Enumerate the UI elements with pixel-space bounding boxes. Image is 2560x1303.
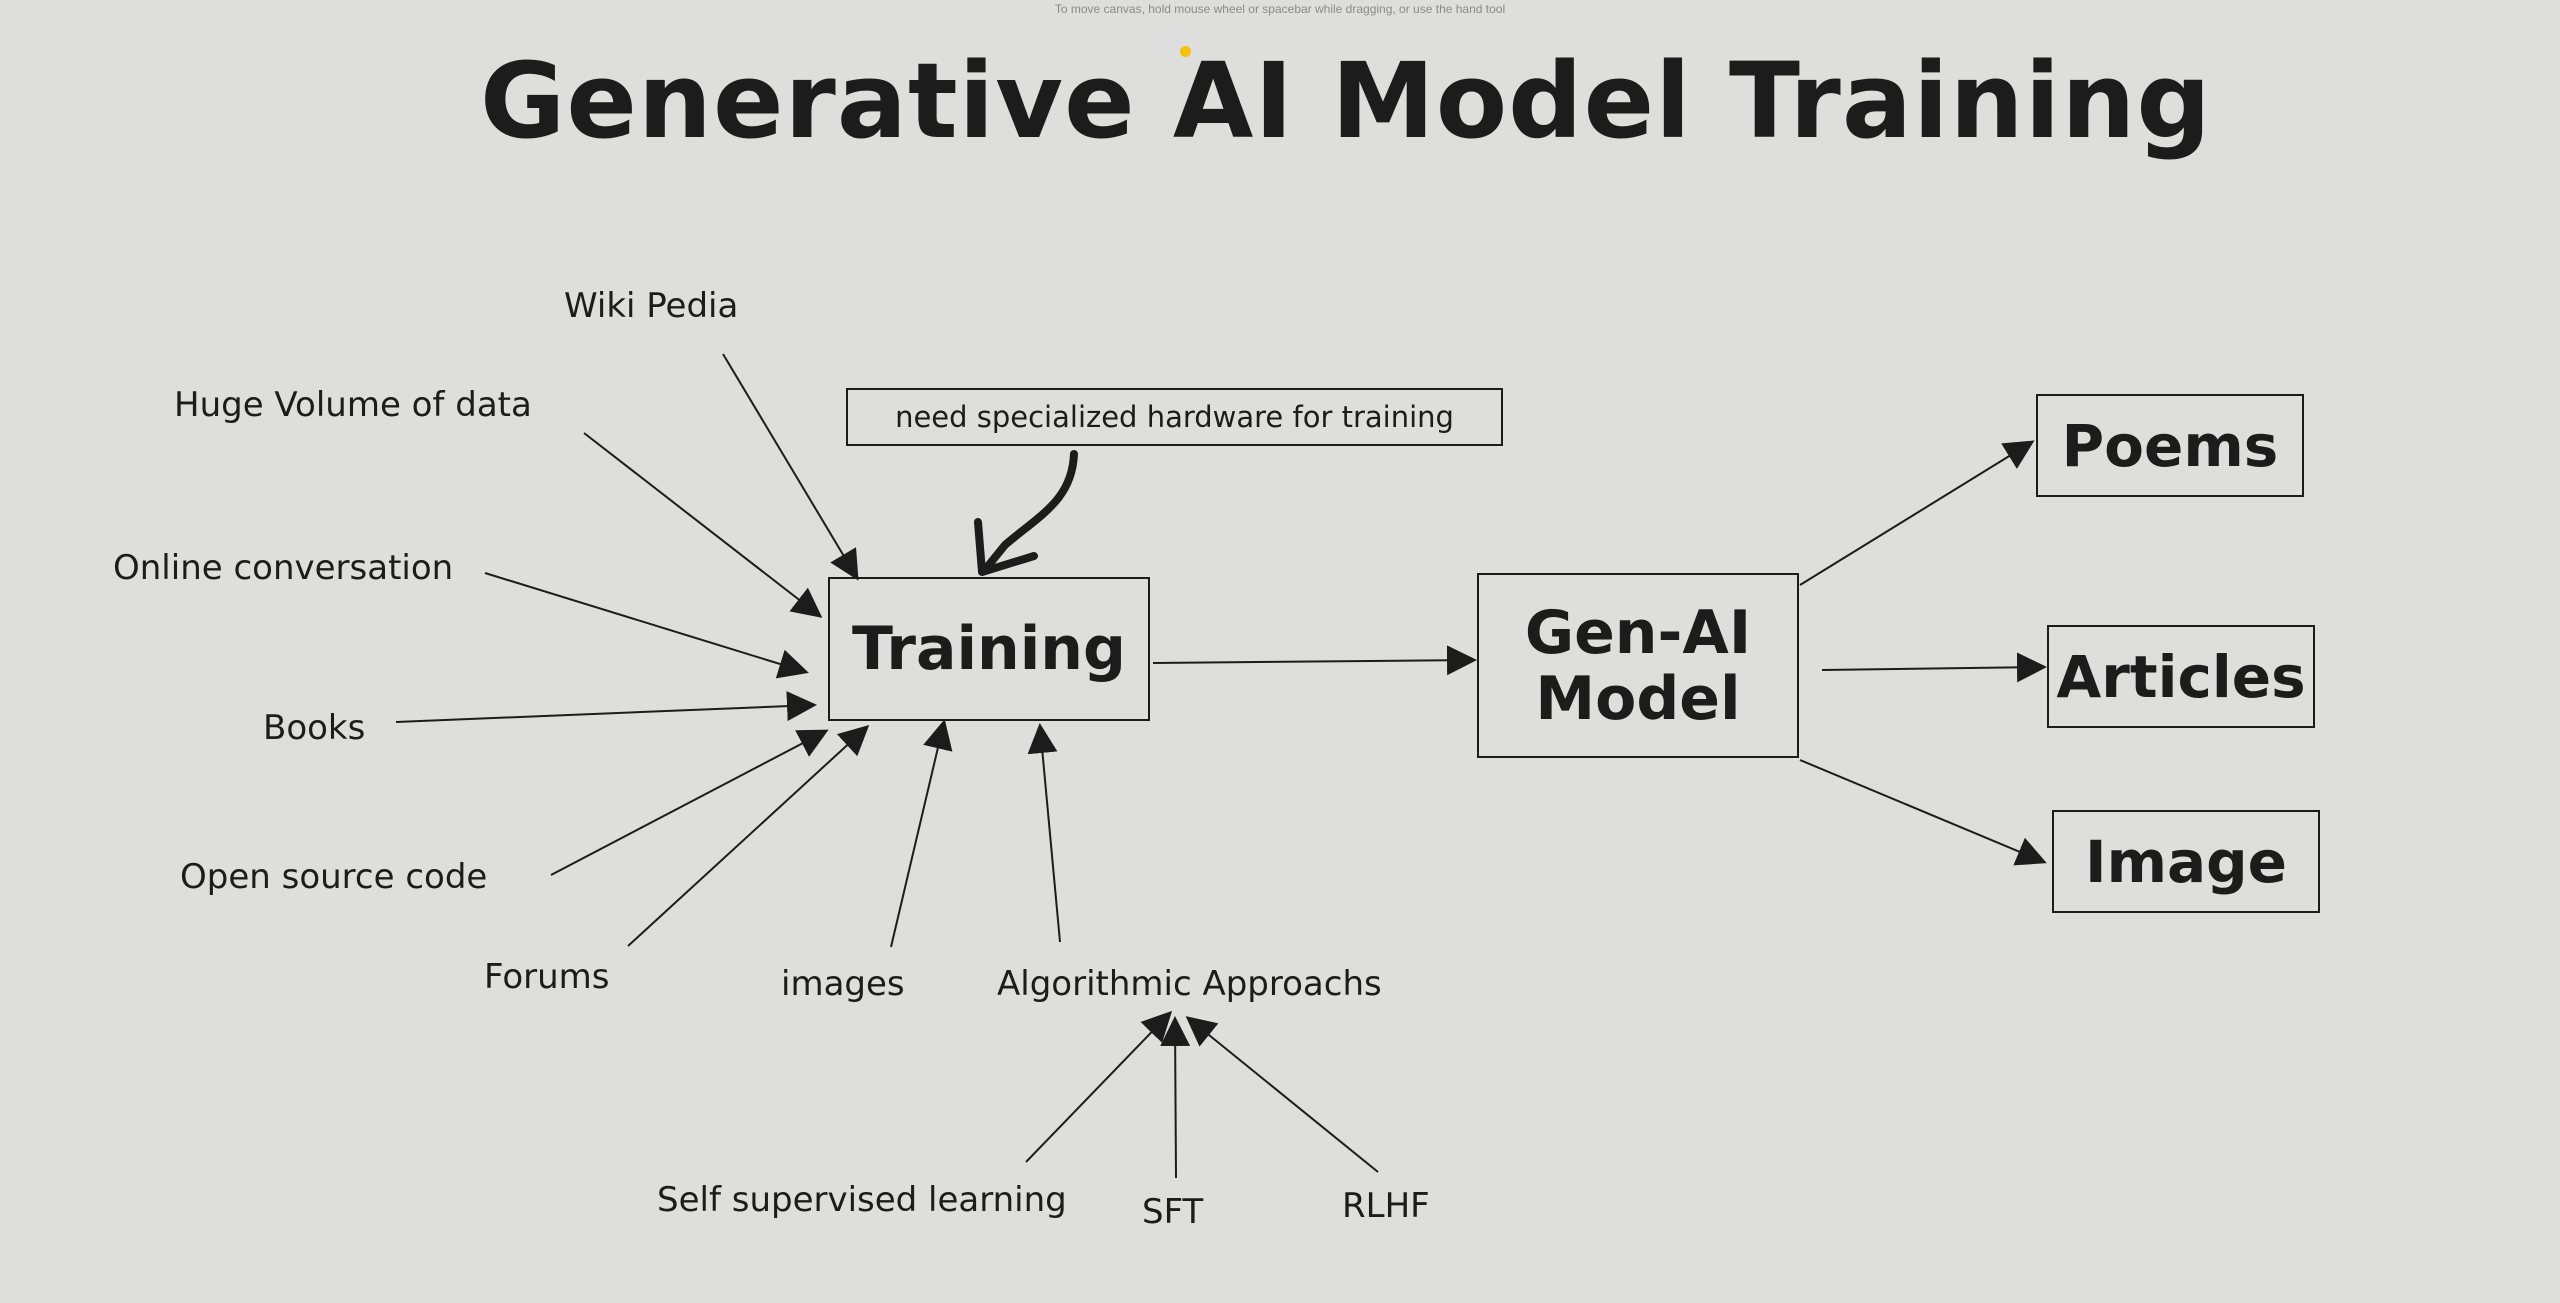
poems-label: Poems [2061,411,2279,480]
arrow-model-to-image [1799,759,2047,866]
label-huge-volume-of-data[interactable]: Huge Volume of data [174,385,532,425]
diagram-title[interactable]: Generative AI Model Training [480,40,2212,162]
label-wiki-pedia[interactable]: Wiki Pedia [564,286,739,326]
training-box[interactable]: Training [828,577,1150,721]
model-label-line2: Model [1535,663,1741,734]
canvas-hint: To move canvas, hold mouse wheel or spac… [1054,2,1506,16]
label-books[interactable]: Books [263,708,366,748]
arrow-algo-to-training [1027,723,1061,943]
arrow-model-to-poems [1799,440,2035,586]
arrow-ssl-to-algo [1025,1010,1173,1163]
arrow-huge-to-training [583,432,823,618]
label-open-source-code[interactable]: Open source code [180,857,488,897]
arrow-books-to-training [395,691,817,723]
arrow-online-to-training [484,572,809,679]
arrow-sft-to-algo [1160,1016,1191,1179]
label-images[interactable]: images [781,964,905,1004]
image-box[interactable]: Image [2052,810,2320,913]
cursor-indicator [1180,46,1191,57]
label-online-conversation[interactable]: Online conversation [113,548,454,588]
model-label-line1: Gen-AI [1524,597,1752,668]
label-self-supervised-learning[interactable]: Self supervised learning [657,1180,1067,1220]
arrow-model-to-articles [1821,652,2047,683]
arrow-forums-to-training [627,724,870,947]
arrow-wiki-to-training [722,353,859,581]
label-forums[interactable]: Forums [484,957,610,997]
articles-label: Articles [2056,642,2306,711]
label-rlhf[interactable]: RLHF [1342,1186,1430,1226]
image-label: Image [2084,827,2287,896]
arrow-training-to-model [1152,645,1477,676]
label-sft[interactable]: SFT [1142,1192,1204,1232]
arrow-images-to-training [890,719,953,948]
poems-box[interactable]: Poems [2036,394,2304,497]
arrow-opensource-to-training [550,729,829,876]
hardware-note-text: need specialized hardware for training [895,400,1454,434]
arrow-hardware-to-training [984,450,1078,570]
hardware-note-box[interactable]: need specialized hardware for training [846,388,1503,446]
arrow-rlhf-to-algo [1185,1016,1379,1173]
label-algorithmic-approachs[interactable]: Algorithmic Approachs [997,964,1382,1004]
training-label: Training [852,614,1126,684]
gen-ai-model-box[interactable]: Gen-AI Model [1477,573,1799,758]
articles-box[interactable]: Articles [2047,625,2315,728]
